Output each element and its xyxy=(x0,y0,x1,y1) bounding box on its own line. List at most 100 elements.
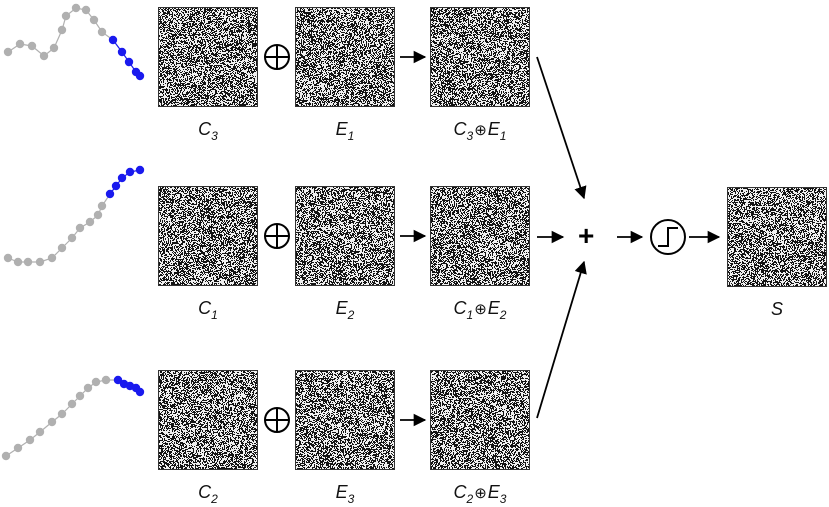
context-letter: C xyxy=(198,298,212,318)
encoding-label: E1 xyxy=(335,119,355,142)
chain-trail-node xyxy=(101,375,111,385)
chain-trail-node xyxy=(83,383,93,393)
chain-head-node xyxy=(135,71,145,81)
chain-trail-node xyxy=(57,409,67,419)
chain-trail-node xyxy=(97,27,107,37)
product-right-letter: E xyxy=(487,482,500,502)
context-letter: C xyxy=(198,119,212,139)
chain-trail-node xyxy=(35,257,45,267)
product-operator: ⊕ xyxy=(474,122,487,139)
merge-arrow-top xyxy=(536,56,587,200)
chain-trail-node xyxy=(3,47,13,57)
sum-symbol: + xyxy=(578,220,595,251)
context-label: C2 xyxy=(198,482,218,505)
chain-trail-node xyxy=(15,39,25,49)
chain-trail-node xyxy=(89,15,99,25)
chain-head-node xyxy=(135,165,145,175)
encoding-vector-box xyxy=(295,7,395,107)
encoding-label: E3 xyxy=(336,483,355,505)
context-vector-box xyxy=(158,7,258,107)
step-function-icon xyxy=(650,219,686,255)
chain-trail-node xyxy=(67,233,77,243)
chain-head-node xyxy=(105,189,115,199)
bound-label: C1⊕E2 xyxy=(453,298,507,321)
chain-trail-node xyxy=(71,3,81,13)
context-label: C1 xyxy=(198,298,218,321)
product-left-index: 1 xyxy=(466,308,474,322)
chain-trail-node xyxy=(35,427,45,437)
chain-trail-node xyxy=(25,435,35,445)
chain-trail-node xyxy=(85,217,95,227)
product-left-letter: C xyxy=(453,298,467,318)
product-left-letter: C xyxy=(453,119,467,139)
product-left-index: 2 xyxy=(466,492,474,506)
chain-trail-node xyxy=(23,257,33,267)
chain-trail-node xyxy=(75,391,85,401)
product-left-letter: C xyxy=(453,482,467,502)
chain-trail-node xyxy=(93,210,103,220)
bound-label: C2⊕E3 xyxy=(453,482,507,505)
chain-head-node xyxy=(111,181,121,191)
encoding-letter: E xyxy=(335,119,348,139)
context-label: C3 xyxy=(198,119,218,142)
bound-vector-box xyxy=(430,370,530,470)
chain-trail-node xyxy=(49,43,59,53)
chain-trail-node xyxy=(75,223,85,233)
product-right-index: 2 xyxy=(499,308,507,322)
output-vector-box xyxy=(727,187,827,287)
context-index: 2 xyxy=(211,492,218,506)
encoding-index: 3 xyxy=(347,492,355,506)
context-index: 1 xyxy=(211,308,218,322)
chain-trail-node xyxy=(27,41,37,51)
chain-trail-node xyxy=(67,399,77,409)
bound-label: C3⊕E1 xyxy=(453,119,507,142)
product-operator: ⊕ xyxy=(474,301,487,318)
product-right-index: 3 xyxy=(499,492,507,506)
context-vector-box xyxy=(158,370,258,470)
chain-trail-node xyxy=(57,243,67,253)
chain-row-1 xyxy=(3,3,145,81)
chain-trail-node xyxy=(61,11,71,21)
product-right-letter: E xyxy=(487,298,500,318)
xor-operator-icon xyxy=(264,407,290,433)
chain-head-node xyxy=(125,167,135,177)
bound-vector-box xyxy=(430,7,530,107)
encoding-vector-box xyxy=(295,370,395,470)
chain-row-3 xyxy=(1,375,145,461)
context-letter: C xyxy=(198,482,212,502)
chain-trail-node xyxy=(91,377,101,387)
encoding-vector-box xyxy=(295,186,395,286)
merge-arrow-bottom xyxy=(536,260,587,419)
chain-trail-node xyxy=(47,417,57,427)
context-index: 3 xyxy=(211,129,218,143)
chain-trail-node xyxy=(39,51,49,61)
chain-trail-node xyxy=(3,253,13,263)
chain-trail-node xyxy=(13,257,23,267)
chain-head-node xyxy=(108,35,118,45)
chain-head-node xyxy=(135,387,145,397)
chain-head-node xyxy=(113,375,123,385)
chain-row-2 xyxy=(3,165,145,267)
chain-head-node xyxy=(124,57,134,67)
xor-operator-icon xyxy=(264,44,290,70)
encoding-label: E2 xyxy=(335,298,355,321)
product-right-index: 1 xyxy=(499,129,507,143)
product-left-index: 3 xyxy=(466,129,474,143)
chain-head-node xyxy=(117,173,127,183)
encoding-letter: E xyxy=(335,298,348,318)
product-right-letter: E xyxy=(487,119,500,139)
output-letter: S xyxy=(770,299,784,319)
chain-head-node xyxy=(117,47,127,57)
xor-operator-icon xyxy=(264,223,290,249)
chain-trail-node xyxy=(81,5,91,15)
chain-trail-node xyxy=(1,451,11,461)
bound-vector-box xyxy=(430,186,530,286)
encoding-index: 2 xyxy=(347,308,355,322)
chain-trail-node xyxy=(57,25,67,35)
context-vector-box xyxy=(158,186,258,286)
chain-trail-node xyxy=(47,253,57,263)
output-label: S xyxy=(771,300,783,318)
chain-trail-node xyxy=(97,201,107,211)
